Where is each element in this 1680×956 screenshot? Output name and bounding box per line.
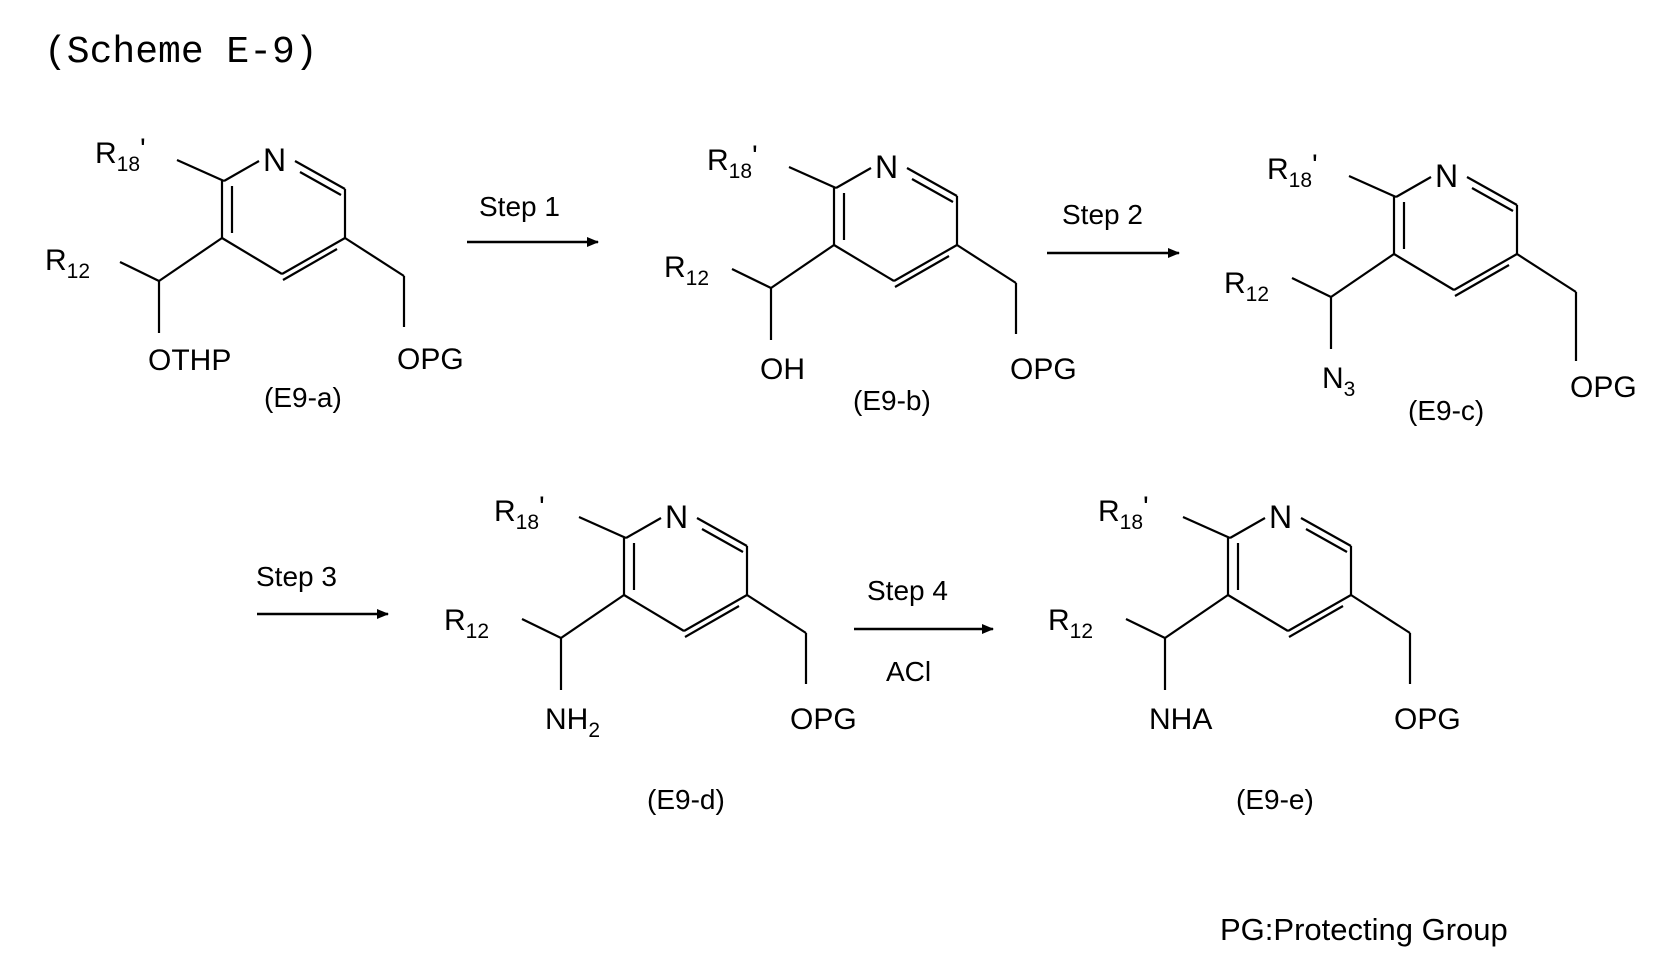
- substituent-group: NH2: [545, 703, 600, 742]
- molecule-e9-c: N R18' R12 N3 OPG (E9-c): [1224, 149, 1637, 426]
- opg-group: OPG: [1570, 371, 1637, 404]
- molecule-bonds: [120, 160, 404, 333]
- step-2: Step 2: [1047, 199, 1179, 253]
- step-label: Step 4: [867, 575, 948, 606]
- step-label: Step 3: [256, 561, 337, 592]
- molecule-bonds: [1292, 176, 1576, 361]
- compound-label: (E9-c): [1408, 395, 1484, 426]
- molecule-e9-e: N R18' R12 NHA OPG (E9-e): [1048, 491, 1461, 815]
- reagent-label: ACl: [886, 656, 931, 687]
- scheme-title: (Scheme E-9): [44, 31, 318, 74]
- compound-label: (E9-a): [264, 382, 342, 413]
- molecule-labels: N R18' R12 NHA OPG (E9-e): [1048, 491, 1461, 815]
- compound-label: (E9-b): [853, 385, 931, 416]
- r12-group: R12: [45, 244, 90, 283]
- molecule-e9-b: N R18' R12 OH OPG (E9-b): [664, 140, 1077, 416]
- substituent-group: OH: [760, 353, 805, 386]
- molecule-bonds: [522, 517, 806, 690]
- compound-label: (E9-d): [647, 784, 725, 815]
- substituent-group: N3: [1322, 362, 1355, 401]
- r12-group: R12: [664, 251, 709, 290]
- opg-group: OPG: [1010, 353, 1077, 386]
- molecule-labels: N R18' R12 N3 OPG (E9-c): [1224, 149, 1637, 426]
- opg-group: OPG: [397, 343, 464, 376]
- step-4: Step 4 ACl: [854, 575, 993, 687]
- molecule-e9-a: N R18' R12 OTHP OPG (E9-a): [45, 133, 464, 413]
- r12-group: R12: [1224, 267, 1269, 306]
- opg-group: OPG: [1394, 703, 1461, 736]
- molecule-labels: N R18' R12 OH OPG (E9-b): [664, 140, 1077, 416]
- molecule-e9-d: N R18' R12 NH2 OPG (E9-d): [444, 491, 857, 815]
- ring-nitrogen: N: [1435, 158, 1458, 194]
- molecule-labels: N R18' R12 NH2 OPG (E9-d): [444, 491, 857, 815]
- opg-group: OPG: [790, 703, 857, 736]
- substituent-group: NHA: [1149, 703, 1212, 736]
- r12-group: R12: [1048, 604, 1093, 643]
- r18-group: R18': [95, 133, 146, 176]
- molecule-bonds: [1126, 517, 1410, 690]
- molecule-bonds: [732, 167, 1016, 340]
- compound-label: (E9-e): [1236, 784, 1314, 815]
- footnote: PG:Protecting Group: [1220, 912, 1508, 947]
- r18-group: R18': [494, 491, 545, 534]
- r12-group: R12: [444, 604, 489, 643]
- step-1: Step 1: [467, 191, 598, 242]
- substituent-group: OTHP: [148, 344, 231, 377]
- ring-nitrogen: N: [665, 499, 688, 535]
- r18-group: R18': [707, 140, 758, 183]
- r18-group: R18': [1098, 491, 1149, 534]
- step-3: Step 3: [256, 561, 388, 614]
- ring-nitrogen: N: [875, 149, 898, 185]
- r18-group: R18': [1267, 149, 1318, 192]
- step-label: Step 1: [479, 191, 560, 222]
- step-label: Step 2: [1062, 199, 1143, 230]
- ring-nitrogen: N: [263, 142, 286, 178]
- ring-nitrogen: N: [1269, 499, 1292, 535]
